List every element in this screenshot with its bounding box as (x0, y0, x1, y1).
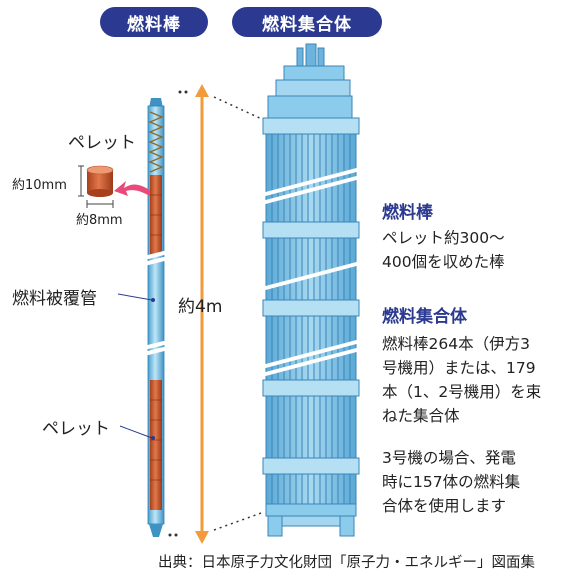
fuel-assembly (257, 43, 365, 537)
desc-rod-line: 400個を収めた棒 (382, 253, 505, 271)
desc-note-line: 合体を使用します (382, 497, 507, 515)
desc-rod-title: 燃料棒 (382, 203, 433, 223)
desc-assembly-line: 号機用）または、179 (382, 359, 536, 377)
pink-arrow (114, 181, 150, 196)
desc-assembly-line: ねた集合体 (382, 407, 460, 425)
desc-note-line: 時に157体の燃料集 (382, 473, 521, 491)
desc-rod-text: ペレット約300～ 400個を収めた棒 (382, 226, 505, 274)
desc-assembly-line: 本（1、2号機用）を束 (382, 383, 542, 401)
length-dimension (168, 84, 265, 544)
desc-assembly-text: 燃料棒264本（伊方3 号機用）または、179 本（1、2号機用）を束 ねた集合… (382, 332, 541, 428)
desc-assembly-line: 燃料棒264本（伊方3 (382, 335, 530, 353)
desc-note-line: 3号機の場合、発電 (382, 449, 516, 467)
desc-rod-line: ペレット約300～ (382, 229, 505, 247)
pellet-label-bottom: ペレット (42, 419, 110, 439)
spring (148, 111, 164, 173)
desc-assembly-title: 燃料集合体 (382, 307, 467, 327)
fuel-rod (117, 98, 169, 537)
source-credit: 出典：日本原子力文化財団「原子力・エネルギー」図面集 (158, 555, 535, 571)
pellet-label-top: ペレット (68, 133, 136, 153)
pellet-height-label: 約10mm (12, 178, 67, 193)
fuel-assembly-title: 燃料集合体 (232, 7, 382, 37)
pellet-illustration (78, 165, 114, 208)
cladding-tube-label: 燃料被覆管 (12, 289, 97, 309)
length-label: 約4m (178, 297, 223, 317)
pellet-stack-lower (150, 380, 162, 510)
desc-assembly-note: 3号機の場合、発電 時に157体の燃料集 合体を使用します (382, 446, 520, 518)
fuel-rod-title: 燃料棒 (100, 7, 208, 37)
pellet-width-label: 約8mm (76, 213, 123, 228)
